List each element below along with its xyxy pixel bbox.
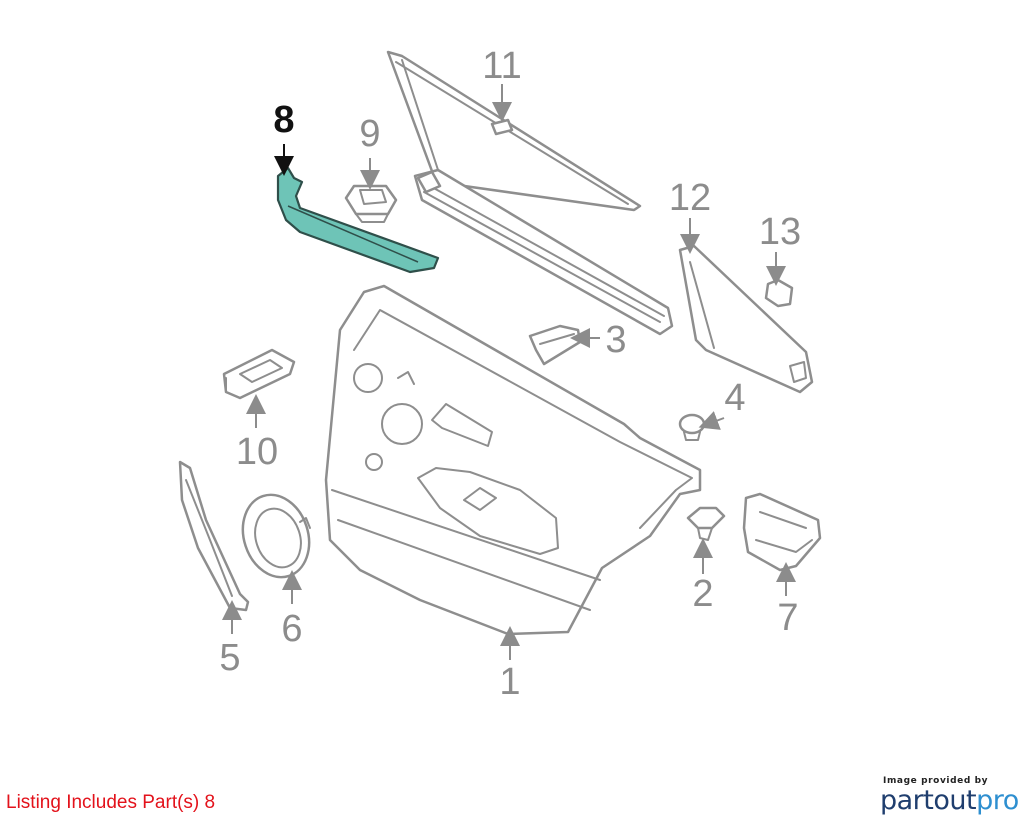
brand-name-part1: partout	[880, 785, 977, 816]
callout-6: 6	[281, 608, 302, 650]
part-2-push-clip	[686, 506, 726, 541]
leader-lines	[222, 84, 796, 660]
part-1-door-panel	[324, 284, 702, 636]
part-10-window-switch	[222, 348, 296, 400]
part-6-speaker-ring	[241, 493, 311, 579]
callout-8: 8	[273, 99, 294, 141]
listing-note: Listing Includes Part(s) 8	[6, 792, 216, 813]
part-3-bracket	[528, 324, 582, 366]
brand-name: partoutpro	[880, 786, 1020, 816]
part-13-clip	[764, 278, 794, 308]
brand-name-part2: pro	[976, 785, 1019, 816]
callout-12: 12	[669, 177, 711, 219]
callout-13: 13	[759, 211, 801, 253]
callout-labels: 1 2 3 4 5 6 7 8 9 10 11 12 13	[219, 45, 801, 703]
callout-5: 5	[219, 637, 240, 679]
part-8-trim-strip	[276, 166, 440, 274]
callout-7: 7	[777, 597, 798, 639]
part-5-strip	[178, 460, 250, 612]
callout-1: 1	[499, 661, 520, 703]
part-12-pillar-trim	[678, 244, 814, 394]
callout-10: 10	[236, 431, 278, 473]
part-11-sunshade	[386, 50, 674, 336]
callout-11: 11	[482, 45, 521, 87]
brand-provided-by: Image provided by	[883, 776, 989, 786]
partoutpro-logo: Image provided by partoutpro	[880, 776, 1020, 816]
callout-9: 9	[359, 113, 380, 155]
part-7-handle-bezel	[742, 492, 822, 572]
callout-3: 3	[605, 319, 626, 361]
callout-4: 4	[724, 377, 745, 419]
callout-2: 2	[692, 573, 713, 615]
part-9-clip	[344, 184, 398, 223]
part-4-grommet	[678, 413, 706, 441]
